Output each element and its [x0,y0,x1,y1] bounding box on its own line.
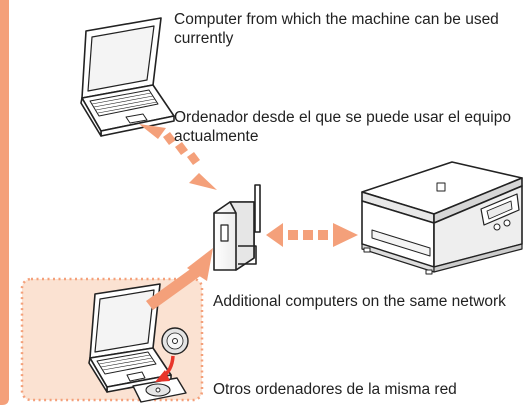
caption-current-computer-es: Ordenador desde el que se puede usar el … [174,109,511,145]
caption-additional-computers-es: Otros ordenadores de la misma red [213,381,457,398]
left-accent-bar [0,0,9,400]
wireless-link-arrow-laptop-router [139,124,217,190]
insert-disc-arrow [155,355,175,382]
caption-additional-computers-en: Additional computers on the same network [213,293,506,310]
connection-arrow-additional-router [146,248,213,310]
cd-disc-icon [161,327,189,355]
left-accent-bar-corner [0,392,9,405]
current-computer-laptop-icon [80,17,175,137]
wireless-router-icon [213,184,261,271]
additional-computer-laptop-icon [88,283,172,393]
caption-current-computer-en: Computer from which the machine can be u… [174,11,499,47]
wireless-link-arrow-router-printer [266,223,358,247]
printer-icon [361,161,523,275]
